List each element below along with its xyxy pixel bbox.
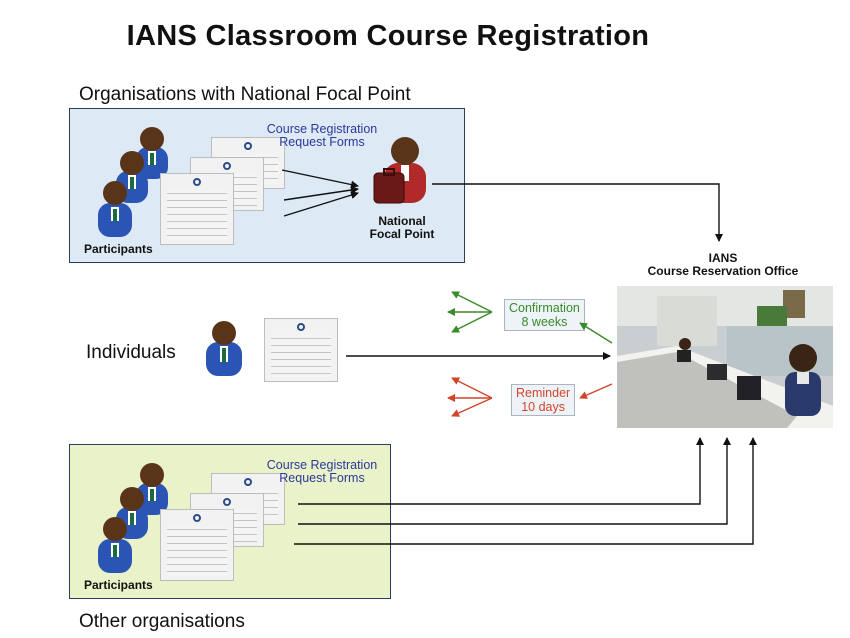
reminder-arrows [447, 377, 613, 417]
reminder-note: Reminder 10 days [511, 384, 576, 416]
individual-person-icon [206, 321, 242, 376]
nfp-section-box: Course Registration Request Forms Partic… [69, 108, 465, 263]
participants-group-icon [98, 463, 168, 573]
person-icon [98, 517, 132, 573]
confirmation-arrows [447, 291, 613, 344]
office-label: IANS Course Reservation Office [647, 251, 799, 278]
person-icon [98, 181, 132, 237]
participants-group-icon [98, 127, 168, 237]
page-title: IANS Classroom Course Registration [126, 20, 650, 52]
request-form-image [160, 173, 234, 245]
other-section-label: Other organisations [79, 611, 245, 632]
forms-label: Course Registration Request Forms [266, 458, 378, 485]
confirmation-note: Confirmation 8 weeks [504, 299, 585, 331]
other-orgs-to-office-arrows [294, 437, 757, 545]
office-photo-illustration [617, 286, 833, 428]
forms-to-focal-point-arrows [281, 169, 359, 217]
office-photo [617, 286, 833, 428]
other-section-box: Course Registration Request Forms Partic… [69, 444, 391, 599]
individuals-label: Individuals [86, 342, 176, 363]
focal-point-icon [373, 137, 426, 204]
participants-label: Participants [84, 242, 153, 256]
request-form-image [160, 509, 234, 581]
focal-point-to-office-arrow [432, 183, 723, 242]
participants-label: Participants [84, 578, 153, 592]
focal-point-label: National Focal Point [369, 214, 435, 241]
nfp-section-label: Organisations with National Focal Point [79, 84, 411, 105]
individual-request-form-image [264, 318, 338, 382]
person-icon [136, 463, 168, 515]
forms-label: Course Registration Request Forms [266, 122, 378, 149]
person-icon [136, 127, 168, 179]
